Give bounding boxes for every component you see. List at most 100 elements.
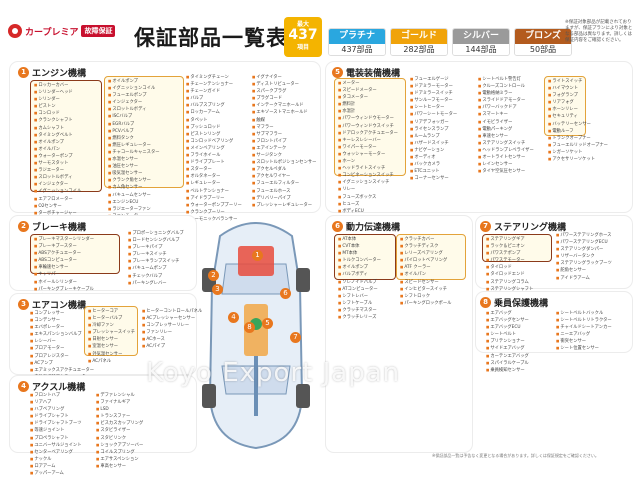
part-item: イグナイター (252, 74, 316, 81)
part-item: オイルパン (34, 146, 81, 153)
part-item: コイルスプリング (96, 449, 143, 456)
part-item: ATコンピューター (338, 286, 381, 293)
plan-name: ブロンズ (515, 29, 571, 44)
car-marker-5: 5 (262, 318, 273, 329)
part-item: スパークプラグ (252, 88, 316, 95)
part-item: チャイルドシートアンカー (556, 324, 612, 331)
badge-bottom: 項目 (296, 44, 309, 51)
part-item: タイロッドエンド (486, 271, 533, 278)
plan-count: 144部品 (453, 44, 509, 55)
logo-tag: 故障保証 (81, 25, 116, 37)
part-item: ヒーターバルブ (88, 315, 135, 322)
power-list-2: クラッチカバークラッチディスクレリーズベアリングパイロットベアリングATF クー… (400, 236, 451, 307)
part-item: プリテンショナー (486, 338, 529, 345)
part-item: スロットルボディ (108, 106, 160, 113)
part-item: 車輪速センサー (34, 264, 94, 271)
plan-name: シルバー (453, 29, 509, 44)
section-aircon-title: 3 エアコン機構 (18, 298, 86, 311)
part-item: シガーソケット (548, 149, 608, 156)
part-item: 触媒 (252, 117, 316, 124)
steering-list-1: ステアリングギアラック＆ピニオンパワステポンプパワステモータータイロッドタイロッ… (486, 236, 533, 300)
part-item: スタビライザー (96, 427, 143, 434)
car-illustration (202, 222, 310, 450)
axle-list-1: フロントハブリアハブハブベアリングドライブシャフトドライブシャフトブーツ等速ジョ… (30, 392, 82, 477)
part-item: ACプレッシャーセンサー (142, 315, 202, 322)
part-item: アクセルワイヤー (252, 173, 316, 180)
part-item: オイルポンプ (108, 78, 160, 85)
part-item: クランクプーリー (186, 209, 242, 216)
part-item: シフトケーブル (338, 300, 381, 307)
part-item: マフラー (252, 124, 316, 131)
part-item: ドアロックアクチュエーター (338, 130, 398, 137)
part-item: ルームランプ (410, 133, 457, 140)
part-item: プレッシャースイッチ (88, 329, 135, 336)
part-item: パイロットベアリング (400, 257, 451, 264)
aircon-list-3: ヒーターコントロールパネルACプレッシャーセンサーコンプレッサーリレーファンリレ… (142, 308, 202, 351)
part-item: ディストリビューター (252, 81, 316, 88)
part-item: イモビライザー (478, 119, 534, 126)
part-item: ソレノイドバルブ (338, 279, 381, 286)
max-items-badge: 最大 437 項目 (284, 17, 322, 57)
part-item: オイルポンプ (34, 139, 81, 146)
part-item: サイドエアバッグ (486, 345, 529, 352)
part-item: ワイパーモーター (338, 144, 398, 151)
part-item: ドライブプレート (186, 159, 242, 166)
part-item: ACパネル (88, 358, 135, 365)
part-item: ACホース (142, 336, 202, 343)
steering-list-2: パワーステアリングホースパワーステアリングECUステアリングダンパーリザーバータ… (556, 232, 611, 282)
part-item: 水温センサー (108, 156, 160, 163)
part-item: フューズボックス (338, 194, 398, 201)
part-item: オートライトセンサー (478, 154, 534, 161)
part-item: バキュームポンプ (128, 265, 184, 272)
part-item: ドライブシャフトブーツ (30, 420, 81, 427)
part-item: ACパイプ (142, 343, 202, 350)
part-item: バックカメラ (410, 161, 457, 168)
part-item: ターボチャージャー (34, 210, 81, 217)
part-item: シフトロック (400, 293, 451, 300)
part-item: プッシュロッド (186, 124, 242, 131)
part-item: 油圧センサー (108, 163, 160, 170)
part-item: ファンリレー (142, 329, 202, 336)
part-item: コンロッド (34, 110, 81, 117)
section-engine-title: 1 エンジン機構 (18, 66, 86, 79)
part-item: アッパーアーム (30, 470, 82, 477)
section-steering-title: 7 ステアリング機構 (480, 220, 566, 233)
part-item: オイルパン (400, 271, 451, 278)
part-item: ライセンスランプ (410, 126, 457, 133)
part-item: ボディECU (338, 208, 398, 215)
badge-top: 最大 (296, 21, 309, 28)
part-item: サンルーフモーター (410, 97, 457, 104)
part-item: ABSアクチュエーター (34, 250, 94, 257)
part-item: キャリパー (34, 271, 94, 278)
part-item: クラッチカバー (400, 236, 451, 243)
part-item: 乗員検知センサー (486, 367, 529, 374)
part-item: レシーバー (30, 338, 94, 345)
section-number: 1 (18, 67, 29, 78)
car-marker-3: 3 (212, 284, 223, 295)
part-item: スピードメーター (338, 87, 398, 94)
part-item: クラッチマスター (338, 307, 381, 314)
part-item: ハブベアリング (30, 406, 82, 413)
part-item: パワステポンプ (486, 250, 533, 257)
section-occupant-title: 8 乗員保護機構 (480, 296, 548, 309)
electrical-list-3: シートベルト警告灯クルーズコントロール電動格納ミラースライドドアモーターパワーバ… (478, 76, 534, 175)
part-item: カムシャフト (34, 125, 81, 132)
engine-list-3: タイミングチェーンチェーンテンショナーチェーンガイドバルブバルブスプリングロッカ… (186, 74, 242, 223)
part-item: フロントハブ (30, 392, 82, 399)
part-item: プロポーショニングバルブ (128, 230, 183, 237)
part-item: 電動パーキング (478, 126, 534, 133)
part-item: PCVバルブ (108, 128, 160, 135)
part-item: バッテリーセンサー (548, 121, 608, 128)
part-item: ビスカスカップリング (96, 420, 143, 427)
part-item: 吸気温センサー (108, 170, 160, 177)
part-item: ナックル (30, 456, 82, 463)
plan-count: 437部品 (329, 44, 385, 55)
part-item: デリバリーパイプ (252, 195, 316, 202)
part-item: 日射センサー (88, 336, 135, 343)
part-item: スロットルボディ (34, 174, 81, 181)
plan-silver: シルバー 144部品 (452, 28, 510, 56)
electrical-list-4: ライトスイッチハイマウントフォグランプリアフォグホーンリレーセキュリティバッテリ… (548, 78, 608, 163)
part-item: バルブスプリング (186, 102, 242, 109)
part-item: ATF クーラー (400, 264, 451, 271)
part-item: コーナーセンサー (410, 175, 457, 182)
